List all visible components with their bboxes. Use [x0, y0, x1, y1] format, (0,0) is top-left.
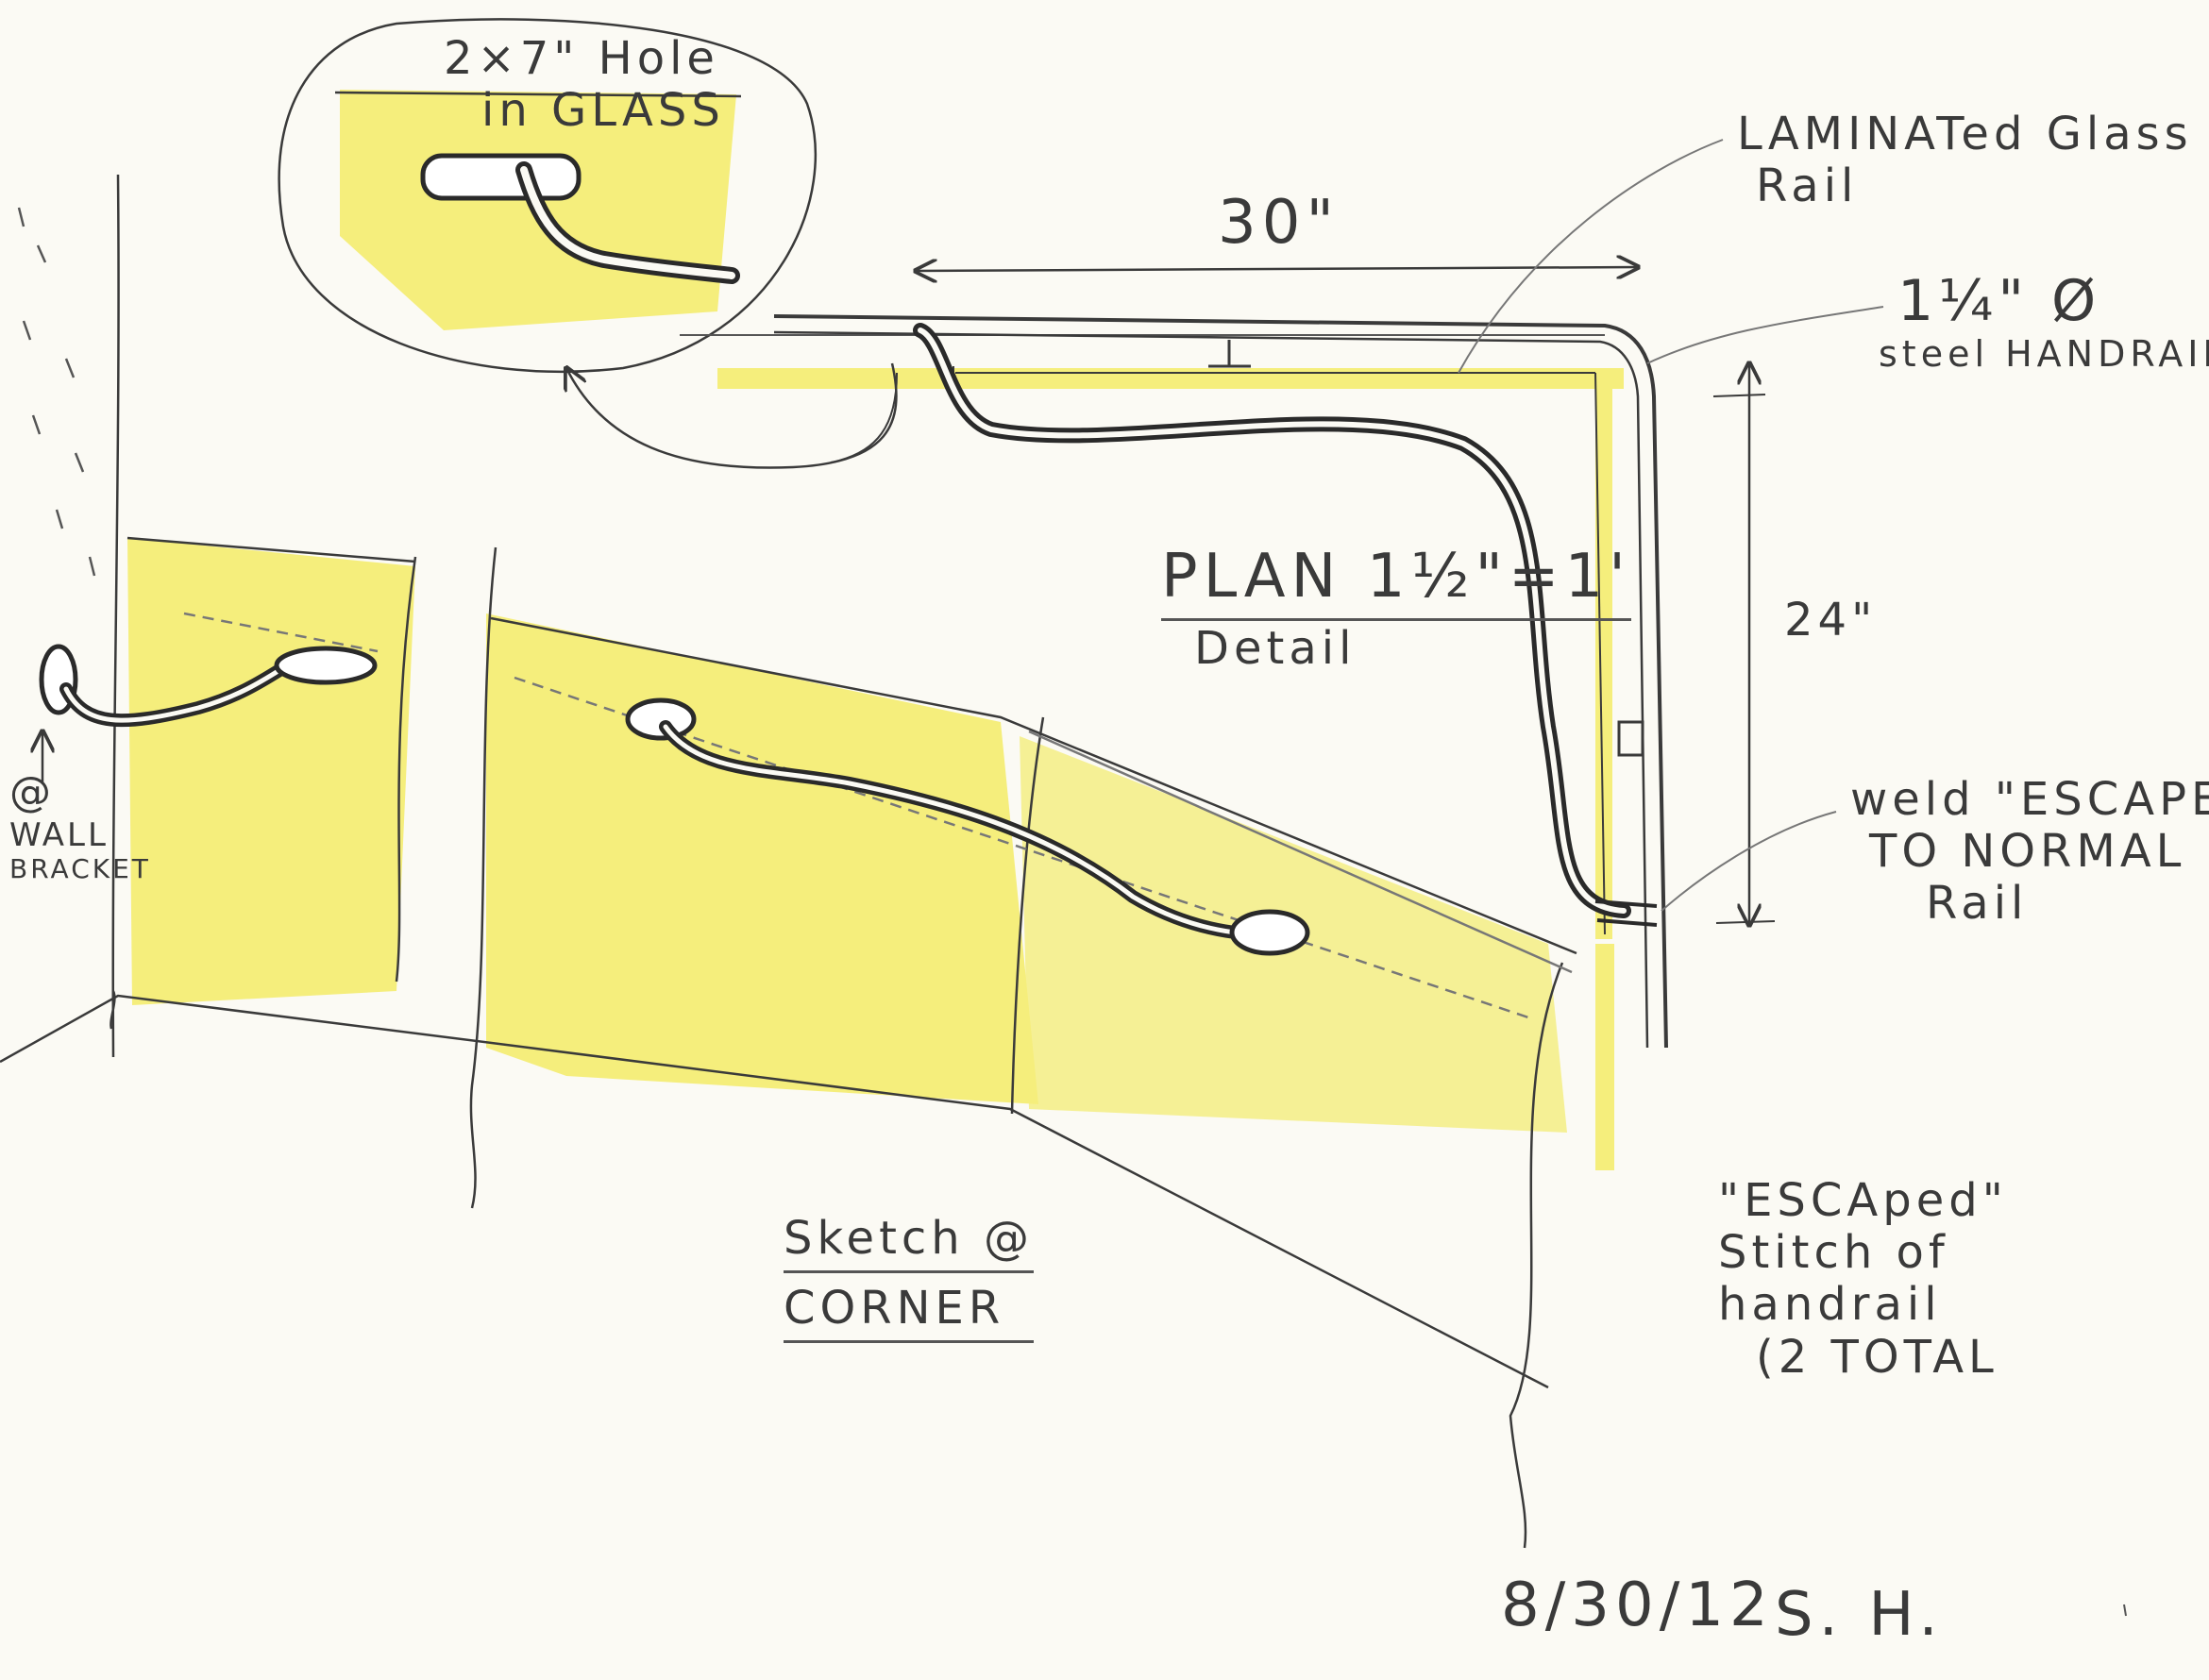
label-plan-detail: Detail	[1194, 622, 1357, 675]
label-dim-24: 24"	[1784, 594, 1878, 647]
label-escaped-line1: "ESCAped"	[1718, 1174, 2008, 1227]
label-escaped-line4: (2 TOTAL	[1756, 1330, 1998, 1384]
label-wall-bracket: @ WALL BRACKET	[9, 768, 151, 884]
glass-edge-line	[334, 91, 742, 98]
label-sketch-corner: Sketch @ CORNER	[784, 1212, 1034, 1344]
label-wall-line3: BRACKET	[9, 852, 151, 884]
label-weld-line2: TO NORMAL	[1869, 825, 2186, 879]
label-escaped-line2: Stitch of	[1718, 1226, 1949, 1280]
label-laminated-line2: Rail	[1756, 160, 1859, 213]
label-handrail-line1: 1¼" Ø	[1897, 268, 2101, 334]
label-hole-size: 2×7" Hole in GLASS	[444, 32, 725, 138]
weld-leader	[1661, 811, 1837, 912]
label-handrail: 1¼" Ø steel HANDRAIL	[1879, 269, 2209, 376]
corner-perspective-sketch	[0, 174, 1577, 1549]
label-escaped-line3: handrail	[1718, 1278, 1942, 1332]
label-weld-line3: Rail	[1926, 877, 2029, 931]
label-plan-scale: PLAN 1½"=1'	[1161, 542, 1631, 621]
laminated-leader	[1458, 139, 1724, 374]
dim-24-tick-bottom	[1715, 920, 1776, 924]
label-handrail-line2: steel HANDRAIL	[1879, 333, 2209, 375]
label-hole-line2: in GLASS	[481, 84, 725, 138]
label-wall-line1: @	[9, 768, 54, 816]
wall-bracket	[39, 644, 378, 728]
label-initials: S. H.	[1775, 1580, 1944, 1650]
watercolor-wash	[127, 90, 1624, 1170]
callout-leader-arc	[566, 363, 898, 469]
label-sketch-line1: Sketch @	[784, 1212, 1034, 1274]
label-laminated-line1: LAMINATed Glass	[1737, 108, 2193, 160]
handrail-leader	[1646, 306, 1884, 364]
perspective-handrail	[625, 697, 1310, 956]
glass-hole-slot	[420, 153, 582, 201]
label-wall-line2: WALL	[9, 815, 109, 854]
bottom-mark	[2123, 1604, 2127, 1617]
label-hole-line1: 2×7" Hole	[444, 32, 719, 85]
label-laminated-glass: LAMINATed Glass Rail	[1737, 108, 2193, 213]
label-weld-escape: weld "ESCAPE" TO NORMAL Rail	[1850, 773, 2209, 931]
dim-24-tick-top	[1712, 394, 1766, 397]
plan-detail	[680, 314, 1668, 1049]
label-date: 8/30/12	[1501, 1571, 1774, 1640]
label-dim-30: 30"	[1218, 188, 1340, 258]
dim-30-line	[916, 267, 1638, 271]
label-escaped-stitch: "ESCAped" Stitch of handrail (2 TOTAL	[1718, 1174, 2008, 1384]
detail-bubble	[278, 18, 817, 374]
label-sketch-line2: CORNER	[784, 1283, 1034, 1344]
detail-handrail-core	[520, 166, 735, 279]
label-weld-line1: weld "ESCAPE"	[1850, 773, 2209, 826]
